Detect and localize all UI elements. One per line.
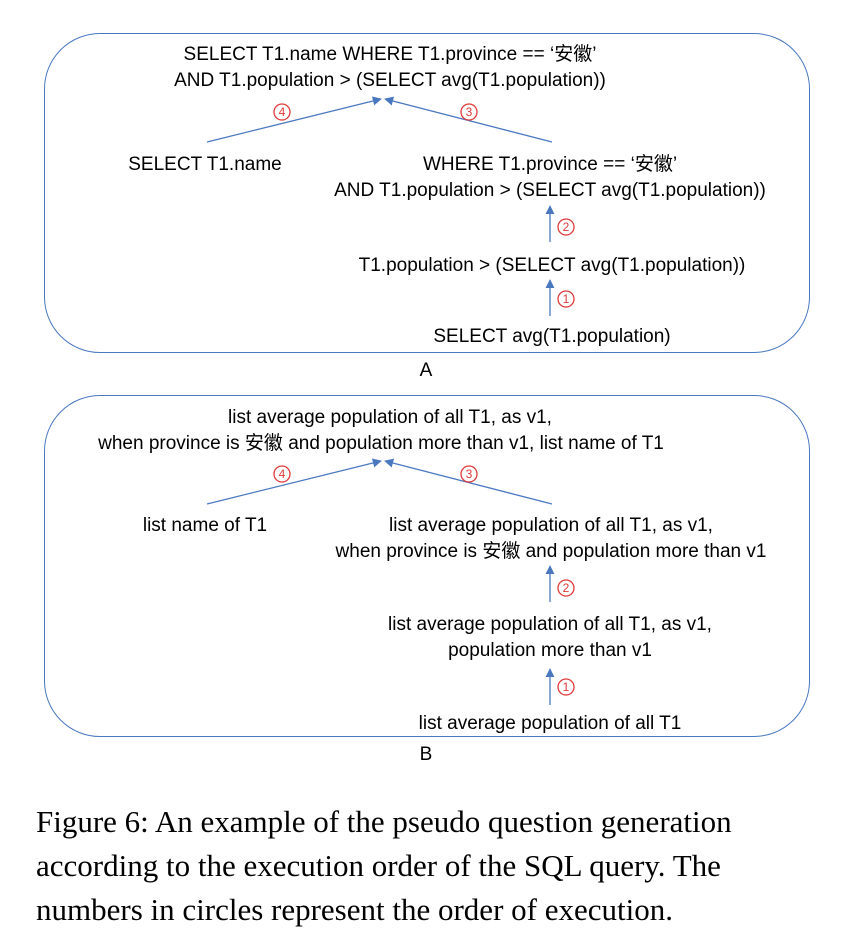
caption-line-1: Figure 6: An example of the pseudo quest… (36, 804, 732, 839)
caption-line-2: according to the execution order of the … (36, 848, 721, 883)
a-left-leaf: SELECT T1.name (128, 154, 282, 175)
a-root-line2: AND T1.population > (SELECT avg(T1.popul… (174, 70, 606, 91)
b-left-leaf: list name of T1 (142, 515, 268, 536)
a-root-line1: SELECT T1.name WHERE T1.province == ‘安徽’ (183, 44, 597, 65)
caption-line-3: numbers in circles represent the order o… (36, 892, 673, 927)
b-root-line1: list average population of all T1, as v1… (228, 407, 552, 428)
b-mid-line1: list average population of all T1, as v1… (389, 515, 713, 536)
a-lower: T1.population > (SELECT avg(T1.populatio… (358, 255, 746, 276)
b-mid-line2: when province is 安徽 and population more … (335, 541, 767, 562)
a-mid-line1: WHERE T1.province == ‘安徽’ (422, 154, 678, 175)
panel-b-frame (44, 395, 810, 737)
b-bottom: list average population of all T1 (418, 713, 682, 734)
panel-b-label: B (419, 744, 433, 765)
panel-a-frame (44, 33, 810, 353)
panel-a-label: A (419, 360, 433, 381)
b-lower-line1: list average population of all T1, as v1… (388, 614, 712, 635)
figure-caption: Figure 6: An example of the pseudo quest… (36, 800, 836, 932)
a-mid-line2: AND T1.population > (SELECT avg(T1.popul… (334, 180, 766, 201)
b-root-line2: when province is 安徽 and population more … (98, 433, 664, 454)
b-lower-line2: population more than v1 (448, 640, 652, 661)
a-bottom: SELECT avg(T1.population) (433, 326, 671, 347)
